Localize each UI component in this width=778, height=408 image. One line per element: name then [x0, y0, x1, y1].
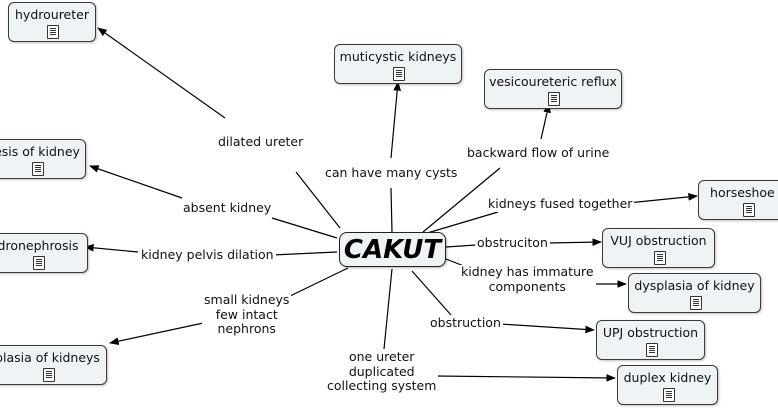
document-icon[interactable] — [645, 343, 658, 357]
link-label-duplex: one ureter duplicated collecting system — [325, 349, 439, 394]
concept-node-hydroureter[interactable]: hydroureter — [8, 2, 96, 42]
l-agenesis-connector-in — [271, 217, 338, 239]
document-icon[interactable] — [689, 296, 702, 310]
l-horseshoe-connector-in — [423, 211, 499, 235]
document-icon[interactable] — [42, 368, 55, 382]
concept-node-label: plasia of kidneys — [0, 350, 100, 365]
link-label-hydroureter: dilated ureter — [216, 134, 306, 150]
concept-node-label: VUJ obstruction — [610, 233, 707, 248]
link-label-hypoplasia: small kidneys few intact nephrons — [202, 292, 292, 337]
concept-node-label: esis of kidney — [0, 144, 80, 159]
document-icon[interactable] — [653, 251, 666, 265]
concept-node-label: hydroureter — [15, 7, 89, 22]
link-label-multicystic: can have many cysts — [323, 165, 460, 181]
concept-node-label: dysplasia of kidney — [634, 278, 755, 293]
concept-node-label: UPJ obstruction — [602, 325, 699, 340]
link-label-horseshoe: kidneys fused together — [486, 196, 635, 212]
concept-node-label: dronephrosis — [0, 238, 79, 253]
l-hypoplasia-connector-in — [287, 267, 349, 298]
concept-node-vur[interactable]: vesicoureteric reflux — [484, 69, 622, 109]
l-duplex-connector-out — [433, 374, 616, 382]
link-label-vuj: obstruciton — [475, 235, 550, 251]
l-agenesis-connector-out — [89, 165, 183, 199]
concept-node-label: muticystic kidneys — [339, 49, 457, 64]
l-vuj-connector-out — [545, 238, 602, 246]
l-upj-connector-out — [499, 323, 595, 334]
l-horseshoe-connector-out — [627, 193, 698, 204]
document-icon[interactable] — [662, 388, 675, 402]
link-label-dysplasia: kidney has immature components — [459, 264, 596, 294]
l-hydroureter-connector-in — [295, 171, 341, 229]
concept-node-multicystic[interactable]: muticystic kidneys — [334, 44, 462, 84]
concept-node-label: vesicoureteric reflux — [489, 74, 617, 89]
link-label-upj: obstruction — [428, 315, 503, 331]
link-label-agenesis: absent kidney — [181, 200, 274, 216]
concept-node-hydronephrosis[interactable]: dronephrosis — [0, 233, 88, 273]
l-duplex-connector-in — [383, 268, 393, 350]
concept-node-agenesis[interactable]: esis of kidney — [0, 139, 86, 179]
l-hydronephrosis-connector-in — [271, 251, 338, 256]
concept-node-upj[interactable]: UPJ obstruction — [596, 320, 705, 360]
link-label-vur: backward flow of urine — [465, 145, 612, 161]
l-hydroureter-connector-out — [97, 27, 226, 119]
document-icon[interactable] — [393, 67, 405, 81]
l-upj-connector-in — [411, 270, 452, 316]
concept-node-horseshoe[interactable]: horseshoe k — [698, 180, 778, 220]
l-hydronephrosis-connector-out — [84, 243, 139, 253]
l-hypoplasia-connector-out — [109, 321, 209, 345]
center-node-cakut[interactable]: CAKUT — [339, 232, 446, 267]
l-multicystic-connector-in — [390, 187, 393, 233]
l-vur-connector-out — [540, 103, 551, 140]
concept-node-label: duplex kidney — [623, 370, 712, 385]
concept-node-dysplasia[interactable]: dysplasia of kidney — [628, 273, 761, 313]
document-icon[interactable] — [47, 25, 59, 39]
concept-node-duplex[interactable]: duplex kidney — [617, 365, 718, 405]
document-icon[interactable] — [548, 92, 560, 106]
document-icon[interactable] — [32, 162, 44, 176]
l-multicystic-connector-out — [390, 81, 402, 159]
l-vuj-connector-in — [445, 244, 477, 248]
concept-node-hypoplasia[interactable]: plasia of kidneys — [0, 345, 107, 385]
concept-node-label: horseshoe k — [710, 185, 778, 200]
l-vur-connector-in — [422, 167, 501, 233]
document-icon[interactable] — [33, 256, 45, 270]
concept-node-vuj[interactable]: VUJ obstruction — [602, 228, 715, 268]
document-icon[interactable] — [743, 203, 755, 217]
link-label-hydronephrosis: kidney pelvis dilation — [139, 247, 276, 263]
